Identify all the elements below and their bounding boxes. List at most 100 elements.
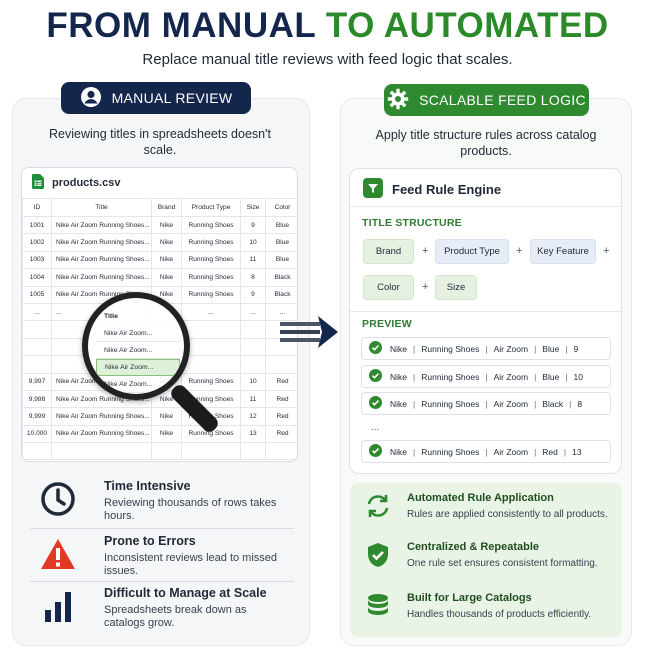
table-cell[interactable]: Nike Air Zoom Running Shoes...	[51, 268, 152, 287]
table-cell[interactable]: 8	[240, 268, 266, 287]
table-cell[interactable]: 9	[240, 215, 266, 235]
magnified-title-list: Title Nike Air Zoom...Nike Air Zoom...Ni…	[96, 308, 180, 393]
preview-separator: |	[565, 343, 568, 354]
table-cell[interactable]: Red	[265, 407, 297, 426]
table-cell[interactable]: Red	[265, 372, 297, 391]
preview-value: Running Shoes	[421, 398, 480, 409]
arrow-right-icon	[280, 312, 342, 361]
benefit-title: Built for Large Catalogs	[407, 592, 532, 604]
table-cell[interactable]: 9,998	[22, 389, 52, 409]
table-cell[interactable]: Nike	[151, 268, 182, 287]
magnified-title-row: Nike Air Zoom...	[96, 376, 180, 393]
table-cell[interactable]: 9	[240, 285, 266, 304]
table-cell[interactable]: 9,997	[22, 372, 52, 391]
scalable-feed-logic-label: SCALABLE FEED LOGIC	[419, 92, 586, 108]
table-cell[interactable]	[181, 442, 241, 461]
table-cell[interactable]: 1003	[22, 250, 52, 270]
token-color[interactable]: Color	[363, 275, 414, 300]
benefit-title: Centralized & Repeatable	[407, 541, 540, 553]
table-cell[interactable]: Nike	[151, 407, 182, 426]
table-cell[interactable]: ...	[181, 302, 241, 322]
table-cell[interactable]: 10	[240, 233, 266, 252]
spreadsheet-filename: products.csv	[52, 177, 121, 189]
table-cell[interactable]: Running Shoes	[181, 250, 241, 270]
table-cell[interactable]: Blue	[265, 233, 297, 252]
table-cell[interactable]: Nike	[151, 215, 182, 235]
table-cell[interactable]	[151, 442, 182, 461]
table-cell[interactable]: 9,999	[22, 407, 52, 426]
table-cell[interactable]	[181, 337, 241, 357]
preview-separator: |	[485, 343, 488, 354]
check-circle-icon	[369, 396, 382, 411]
table-cell[interactable]: Running Shoes	[181, 268, 241, 287]
table-cell[interactable]: Nike	[151, 250, 182, 270]
table-cell[interactable]	[51, 442, 152, 461]
preview-ellipsis: ...	[371, 422, 380, 433]
table-cell[interactable]: Black	[265, 268, 297, 287]
table-cell[interactable]: Running Shoes	[181, 233, 241, 252]
table-cell[interactable]: Running Shoes	[181, 372, 241, 391]
table-cell[interactable]: Blue	[265, 250, 297, 270]
feature-description: Inconsistent reviews lead to missed issu…	[104, 552, 278, 577]
table-cell[interactable]: 10	[240, 372, 266, 391]
table-cell[interactable]: Nike Air Zoom Running Shoes...	[51, 424, 152, 444]
table-cell[interactable]: Blue	[265, 215, 297, 235]
check-circle-icon	[369, 444, 382, 459]
column-header: Title	[51, 198, 152, 217]
table-cell[interactable]: Nike	[151, 233, 182, 252]
table-cell[interactable]: 12	[240, 407, 266, 426]
table-cell[interactable]: Black	[265, 285, 297, 304]
preview-value: Running Shoes	[421, 446, 480, 457]
table-cell[interactable]	[22, 320, 52, 339]
preview-row: Nike|Running Shoes|Air Zoom|Red|13	[361, 440, 611, 463]
table-cell[interactable]: 1004	[22, 268, 52, 287]
table-cell[interactable]	[22, 442, 52, 461]
table-cell[interactable]: 1005	[22, 285, 52, 304]
filter-icon	[363, 178, 383, 201]
table-cell[interactable]	[240, 320, 266, 339]
table-cell[interactable]: 13	[240, 424, 266, 444]
table-cell[interactable]	[22, 337, 52, 357]
table-cell[interactable]: Nike Air Zoom Running Shoes...	[51, 250, 152, 270]
table-cell[interactable]: Nike Air Zoom Running Shoes...	[51, 233, 152, 252]
table-cell[interactable]	[240, 337, 266, 357]
token-key-feature[interactable]: Key Feature	[530, 239, 596, 264]
table-cell[interactable]: Nike Air Zoom Running Shoes...	[51, 407, 152, 426]
table-cell[interactable]	[22, 355, 52, 374]
table-cell[interactable]: ...	[22, 302, 52, 322]
token-brand[interactable]: Brand	[363, 239, 414, 264]
benefit-description: Handles thousands of products efficientl…	[407, 609, 592, 620]
preview-separator: |	[534, 343, 537, 354]
table-cell[interactable]	[181, 355, 241, 374]
table-cell[interactable]: 11	[240, 389, 266, 409]
feed-rule-engine-card: Feed Rule Engine TITLE STRUCTURE Brand +…	[349, 168, 623, 474]
table-cell[interactable]: Nike Air Zoom Running Shoes...	[51, 215, 152, 235]
feature-title: Difficult to Manage at Scale	[104, 586, 267, 600]
table-cell[interactable]	[181, 320, 241, 339]
table-cell[interactable]	[265, 442, 297, 461]
table-cell[interactable]: ...	[240, 302, 266, 322]
table-cell[interactable]: Nike	[151, 424, 182, 444]
preview-value: Running Shoes	[421, 343, 480, 354]
table-cell[interactable]: Running Shoes	[181, 215, 241, 235]
token-product-type[interactable]: Product Type	[435, 239, 509, 264]
column-header: ID	[22, 198, 52, 217]
table-cell[interactable]	[240, 442, 266, 461]
table-cell[interactable]: 11	[240, 250, 266, 270]
token-size[interactable]: Size	[435, 275, 477, 300]
table-cell[interactable]: Red	[265, 424, 297, 444]
table-cell[interactable]: Red	[265, 389, 297, 409]
table-cell[interactable]: 1001	[22, 215, 52, 235]
table-cell[interactable]: 10,000	[22, 424, 52, 444]
preview-value: Nike	[390, 371, 408, 382]
table-cell[interactable]: 1002	[22, 233, 52, 252]
preview-value: Air Zoom	[493, 343, 529, 354]
manual-review-label: MANUAL REVIEW	[111, 90, 233, 106]
table-cell[interactable]: Running Shoes	[181, 285, 241, 304]
table-cell[interactable]	[240, 355, 266, 374]
